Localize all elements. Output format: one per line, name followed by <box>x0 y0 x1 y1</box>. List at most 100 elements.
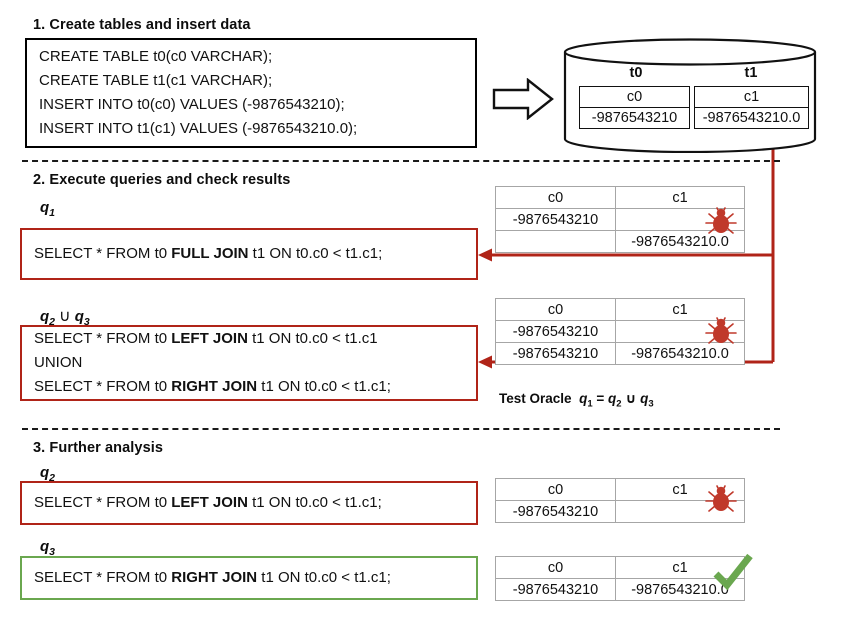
result-q1-r1-c1: -9876543210.0 <box>615 230 745 253</box>
q1-post: t1 ON t0.c0 < t1.c1; <box>248 245 383 262</box>
table-row: -9876543210 <box>579 107 690 129</box>
query-q2u3-line-1: SELECT * FROM t0 LEFT JOIN t1 ON t0.c0 <… <box>22 327 476 351</box>
flow-arrow-icon <box>492 78 554 120</box>
setup-sql-line-4: INSERT INTO t1(c1) VALUES (-9876543210.0… <box>39 120 358 137</box>
result-q2u3-r1-c0: -9876543210 <box>495 342 616 365</box>
table-row: -9876543210 -9876543210.0 <box>495 578 745 601</box>
section-title-2: 2. Execute queries and check results <box>33 172 291 188</box>
q3-sub: 3 <box>83 316 90 328</box>
setup-sql-line-3: INSERT INTO t0(c0) VALUES (-9876543210); <box>39 96 345 113</box>
q2-base: q <box>40 308 50 325</box>
query-box-q2[interactable]: SELECT * FROM t0 LEFT JOIN t1 ON t0.c0 <… <box>20 481 478 525</box>
database-cylinder: t0 t1 c0 -9876543210 c1 -9876543210.0 <box>563 38 817 153</box>
query-label-q2-sub: 2 <box>49 472 56 484</box>
section-divider-1 <box>22 160 780 162</box>
oracle-q3-sub: 3 <box>648 398 654 410</box>
db-t0-column-header: c0 <box>579 86 690 108</box>
q2-keyword: LEFT JOIN <box>171 494 248 511</box>
oracle-q1: q <box>579 391 588 406</box>
result-q2-r0-c0: -9876543210 <box>495 500 616 523</box>
q3-base: q <box>74 308 84 325</box>
bug-icon <box>705 317 737 344</box>
result-q2u3-header-c0: c0 <box>495 298 616 321</box>
query-label-q3-base: q <box>40 538 50 555</box>
oracle-q2-sub: 2 <box>616 398 622 410</box>
q2u3-l3-keyword: RIGHT JOIN <box>171 378 258 395</box>
table-row: -9876543210 <box>495 208 745 231</box>
query-label-q1: q1 <box>40 199 55 219</box>
oracle-union: ∪ <box>625 391 637 406</box>
result-q2-r0-c1 <box>615 500 745 523</box>
table-row: c1 <box>694 86 809 108</box>
table-row: -9876543210 <box>495 320 745 343</box>
check-icon <box>713 553 753 591</box>
oracle-q3: q <box>640 391 649 406</box>
db-table-t1: c1 -9876543210.0 <box>694 86 809 129</box>
db-table-name-t0: t0 <box>629 65 643 81</box>
table-row: -9876543210 <box>495 500 745 523</box>
q3-keyword: RIGHT JOIN <box>171 569 258 586</box>
table-row: -9876543210 -9876543210.0 <box>495 342 745 365</box>
query-label-q1-base: q <box>40 199 50 216</box>
q2u3-l3-post: t1 ON t0.c0 < t1.c1; <box>257 378 391 395</box>
q2u3-l3-pre: SELECT * FROM t0 <box>34 378 172 395</box>
result-q1-r1-c0 <box>495 230 616 253</box>
result-table-q2-union-q3: c0 c1 -9876543210 -9876543210 -987654321… <box>495 298 745 365</box>
setup-sql-line-1: CREATE TABLE t0(c0 VARCHAR); <box>39 48 273 65</box>
q2u3-l1-pre: SELECT * FROM t0 <box>34 330 172 347</box>
query-q3-line-1: SELECT * FROM t0 RIGHT JOIN t1 ON t0.c0 … <box>22 566 476 590</box>
result-table-q1: c0 c1 -9876543210 -9876543210.0 <box>495 186 745 253</box>
result-table-q2: c0 c1 -9876543210 <box>495 478 745 523</box>
oracle-q2: q <box>608 391 617 406</box>
query-label-q2-union-q3: q2∪q3 <box>40 306 90 328</box>
test-oracle-statement: Test Oracle q1 = q2 ∪ q3 <box>499 391 654 410</box>
query-q2-line-1: SELECT * FROM t0 LEFT JOIN t1 ON t0.c0 <… <box>22 491 476 515</box>
query-label-q1-sub: 1 <box>49 207 56 219</box>
query-q1-line-1: SELECT * FROM t0 FULL JOIN t1 ON t0.c0 <… <box>22 242 476 266</box>
table-row: -9876543210.0 <box>694 107 809 129</box>
table-row: c0 c1 <box>495 556 745 579</box>
union-operator: ∪ <box>59 308 71 325</box>
table-row: -9876543210.0 <box>495 230 745 253</box>
result-q1-header-c0: c0 <box>495 186 616 209</box>
q1-keyword: FULL JOIN <box>171 245 249 262</box>
db-t1-column-header: c1 <box>694 86 809 108</box>
oracle-equals: = <box>596 391 605 406</box>
oracle-q1-sub: 1 <box>587 398 593 410</box>
query-q2u3-line-3: SELECT * FROM t0 RIGHT JOIN t1 ON t0.c0 … <box>22 375 476 399</box>
bug-icon <box>705 485 737 512</box>
query-label-q3: q3 <box>40 538 55 558</box>
query-box-q3[interactable]: SELECT * FROM t0 RIGHT JOIN t1 ON t0.c0 … <box>20 556 478 600</box>
db-table-t0: c0 -9876543210 <box>579 86 690 129</box>
q2-pre: SELECT * FROM t0 <box>34 494 172 511</box>
bug-icon <box>705 207 737 234</box>
section-title-1: 1. Create tables and insert data <box>33 17 251 33</box>
result-q3-header-c0: c0 <box>495 556 616 579</box>
q3-pre: SELECT * FROM t0 <box>34 569 172 586</box>
result-table-q3: c0 c1 -9876543210 -9876543210.0 <box>495 556 745 601</box>
q2u3-l1-keyword: LEFT JOIN <box>171 330 248 347</box>
table-row: c0 c1 <box>495 186 745 209</box>
q1-pre: SELECT * FROM t0 <box>34 245 172 262</box>
section-divider-2 <box>22 428 780 430</box>
q2-sub: 2 <box>49 316 56 328</box>
section-title-3: 3. Further analysis <box>33 440 164 456</box>
query-label-q2: q2 <box>40 464 55 484</box>
query-box-q2-union-q3[interactable]: SELECT * FROM t0 LEFT JOIN t1 ON t0.c0 <… <box>20 325 478 401</box>
query-label-q2-base: q <box>40 464 50 481</box>
result-q3-r0-c1: -9876543210.0 <box>615 578 745 601</box>
result-q3-header-c1: c1 <box>615 556 745 579</box>
q2u3-l1-post: t1 ON t0.c0 < t1.c1 <box>247 330 378 347</box>
query-box-q1[interactable]: SELECT * FROM t0 FULL JOIN t1 ON t0.c0 <… <box>20 228 478 280</box>
query-label-q3-sub: 3 <box>49 546 56 558</box>
query-q2u3-line-2: UNION <box>34 354 83 371</box>
setup-sql-line-2: CREATE TABLE t1(c1 VARCHAR); <box>39 72 273 89</box>
result-q2u3-r1-c1: -9876543210.0 <box>615 342 745 365</box>
q2-post: t1 ON t0.c0 < t1.c1; <box>247 494 382 511</box>
result-q3-r0-c0: -9876543210 <box>495 578 616 601</box>
db-table-name-t1: t1 <box>744 65 758 81</box>
table-row: c0 <box>579 86 690 108</box>
oracle-prefix: Test Oracle <box>499 391 572 406</box>
result-q1-r0-c0: -9876543210 <box>495 208 616 231</box>
setup-sql-box: CREATE TABLE t0(c0 VARCHAR); CREATE TABL… <box>25 38 477 148</box>
